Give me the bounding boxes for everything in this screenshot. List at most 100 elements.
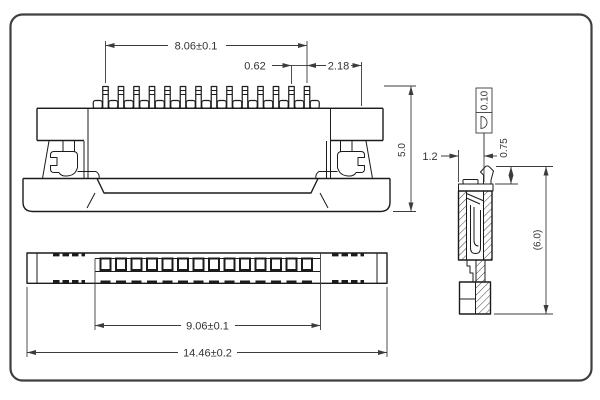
pin bbox=[102, 85, 109, 109]
contact-slot bbox=[177, 257, 189, 271]
contact-slot-mark bbox=[100, 280, 111, 284]
dim-slot-span: 9.06±0.1 bbox=[94, 253, 321, 333]
side-view bbox=[457, 165, 494, 315]
contact-slot-mark bbox=[131, 280, 142, 284]
pin bbox=[303, 85, 311, 109]
dim-label-overall-width: 14.46±0.2 bbox=[183, 348, 232, 360]
shoulder-bump bbox=[185, 99, 196, 109]
contact-slot bbox=[270, 257, 282, 271]
bottom-outline bbox=[26, 252, 388, 284]
dim-label-latch-height: 0.75 bbox=[499, 138, 510, 158]
shoulder-bump bbox=[139, 99, 150, 109]
bottom-block bbox=[458, 281, 492, 315]
shoulder-bump bbox=[216, 99, 227, 109]
contact-slot bbox=[99, 257, 112, 271]
front-view bbox=[22, 85, 391, 213]
shoulder-bump bbox=[170, 99, 181, 109]
dim-top-width: 1.2 bbox=[422, 133, 497, 182]
dimensions: 8.06±0.1 0.62 2.18 5.0 9. bbox=[26, 41, 553, 360]
contact-slot-mark bbox=[271, 280, 281, 284]
shoulder-bump bbox=[154, 99, 165, 109]
left-latch bbox=[42, 140, 100, 179]
contact-slot bbox=[208, 257, 220, 271]
dim-pin-to-edge: 2.18 bbox=[307, 61, 362, 106]
tolerance-value: 0.10 bbox=[480, 90, 491, 110]
shoulder-bump bbox=[108, 99, 119, 109]
dim-label-pin-span: 8.06±0.1 bbox=[175, 41, 218, 53]
internal-contact bbox=[466, 193, 485, 254]
contact-slot-mark bbox=[224, 280, 235, 284]
base-plate bbox=[22, 177, 391, 213]
pin bbox=[195, 85, 202, 109]
shoulder-bump bbox=[123, 99, 134, 109]
solder-tail bbox=[466, 260, 486, 282]
dim-label-slot-span: 9.06±0.1 bbox=[186, 321, 229, 333]
dim-body-height: 5.0 bbox=[384, 85, 416, 212]
shoulder-bump-row bbox=[37, 99, 383, 109]
contact-slot bbox=[115, 257, 127, 271]
shoulder-bump bbox=[278, 99, 289, 109]
pin bbox=[226, 85, 233, 109]
dim-label-overall-height-ref: (6.0) bbox=[533, 230, 544, 251]
pin bbox=[117, 85, 125, 109]
pin bbox=[179, 85, 187, 109]
contact-slot-mark bbox=[302, 280, 312, 284]
pin bbox=[133, 85, 140, 109]
contact-slot-mark bbox=[209, 280, 219, 284]
dim-pin-pitch: 0.62 bbox=[244, 61, 307, 84]
pin bbox=[164, 85, 171, 109]
contact-slot-mark bbox=[162, 280, 173, 284]
pin bbox=[288, 85, 295, 109]
profile-symbol-icon bbox=[480, 116, 488, 129]
shoulder-bump bbox=[309, 99, 320, 109]
right-ear bbox=[330, 108, 384, 142]
shoulder-bump bbox=[201, 99, 212, 109]
contact-slot bbox=[192, 257, 205, 271]
contact-slot-row bbox=[99, 257, 313, 284]
pin bbox=[257, 85, 264, 109]
contact-slot-mark bbox=[255, 280, 266, 284]
contact-slot bbox=[301, 257, 313, 271]
shoulder-bump bbox=[263, 99, 274, 109]
contact-slot bbox=[254, 257, 267, 271]
contact-slot-mark bbox=[286, 280, 297, 284]
dim-label-body-height: 5.0 bbox=[397, 143, 408, 157]
contact-slot bbox=[223, 257, 236, 271]
pin bbox=[241, 85, 249, 109]
pin bbox=[148, 85, 156, 109]
drawing-frame-border bbox=[9, 13, 593, 382]
shoulder-bump bbox=[247, 99, 258, 109]
contact-slot-mark bbox=[178, 280, 188, 284]
contact-slot bbox=[146, 257, 158, 271]
pin bbox=[272, 85, 280, 109]
shoulder-bump bbox=[92, 99, 103, 109]
left-ear bbox=[36, 108, 84, 142]
latch-hook bbox=[480, 165, 494, 184]
contact-slot-mark bbox=[240, 280, 250, 284]
top-plate bbox=[458, 183, 494, 192]
shoulder-bump bbox=[232, 99, 243, 109]
contact-slot bbox=[285, 257, 298, 271]
dim-pin-span: 8.06±0.1 bbox=[105, 41, 308, 83]
dim-label-pin-to-edge: 2.18 bbox=[328, 61, 349, 73]
contact-slot-mark bbox=[147, 280, 157, 284]
dim-label-pin-pitch: 0.62 bbox=[244, 61, 265, 73]
bottom-view bbox=[26, 252, 388, 284]
right-latch bbox=[315, 140, 373, 179]
flatness-tolerance-frame: 0.10 bbox=[475, 87, 493, 156]
section-body bbox=[457, 190, 493, 261]
contact-slot bbox=[130, 257, 143, 271]
shoulder-bump bbox=[294, 99, 305, 109]
contact-slot-mark bbox=[116, 280, 126, 284]
housing-body bbox=[37, 107, 383, 179]
contact-slot bbox=[161, 257, 174, 271]
dim-overall-width: 14.46±0.2 bbox=[26, 287, 388, 360]
dim-latch-height: 0.75 bbox=[495, 138, 553, 185]
contact-slot bbox=[239, 257, 251, 271]
top-bump bbox=[462, 179, 479, 185]
contact-slot-mark bbox=[193, 280, 204, 284]
pin bbox=[210, 85, 218, 109]
dim-label-top-width: 1.2 bbox=[422, 151, 437, 163]
